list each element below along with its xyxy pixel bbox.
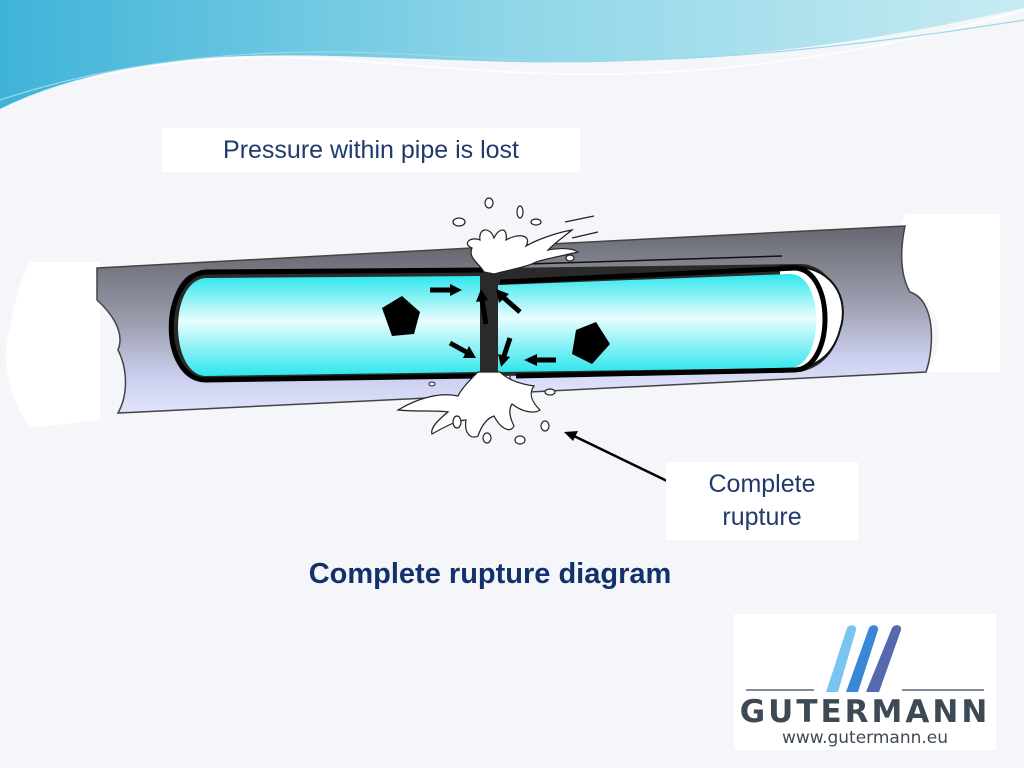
rupture-splash-bottom: [396, 371, 556, 445]
pressure-arrow-4-head: [463, 346, 476, 358]
pressure-arrow-4: [448, 340, 470, 356]
pressure-arrow-5-head: [498, 354, 510, 367]
pressure-arrow-2: [479, 299, 489, 325]
pressure-pentagon-right: [572, 322, 610, 364]
logo-wordmark: GUTERMANN: [739, 694, 991, 730]
pressure-arrow-6-head: [524, 354, 537, 366]
pressure-arrows: [382, 284, 610, 367]
wave-decoration: [0, 0, 1024, 111]
rupture-splash-top: [452, 197, 599, 275]
pressure-arrow-5: [501, 337, 513, 357]
gutermann-logo: GUTERMANN www.gutermann.eu: [734, 614, 996, 750]
pressure-pentagon-left: [382, 296, 420, 336]
pipe-right-cutout: [898, 214, 1000, 372]
slide-title: Complete rupture diagram: [308, 558, 672, 590]
logo-website-link[interactable]: www.gutermann.eu: [781, 728, 949, 748]
pressure-arrow-1-head: [450, 284, 462, 296]
pressure-lost-label: Pressure within pipe is lost: [162, 128, 580, 172]
logo-stripes-icon: [746, 625, 984, 692]
rupture-label-line-2: rupture: [722, 503, 802, 531]
pressure-arrow-3-head: [496, 289, 509, 303]
pipe-left-cutout: [6, 262, 101, 428]
complete-rupture-label: Complete rupture: [666, 462, 858, 540]
pressure-arrow-2-head: [476, 289, 488, 302]
rupture-label-line-1: Complete: [708, 470, 816, 498]
pressure-arrow-3: [501, 295, 522, 314]
